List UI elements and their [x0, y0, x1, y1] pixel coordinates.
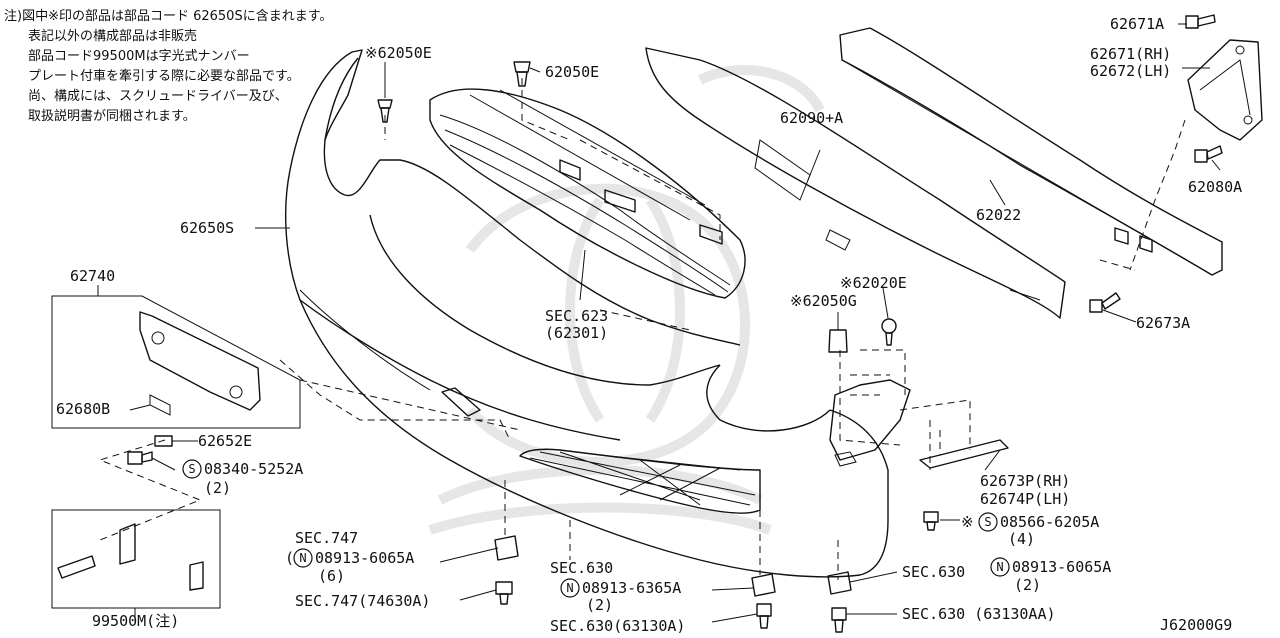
s-mark-08566: S [978, 512, 998, 532]
side-bracket [1187, 39, 1263, 141]
label-62022: 62022 [976, 206, 1021, 224]
note-line-2: 表記以外の構成部品は非販売 [28, 28, 197, 44]
label-08913-6065-left: 08913-6065A [315, 549, 414, 567]
label-sec630-c: SEC.630 [902, 563, 965, 581]
label-62671: 62671(RH) [1090, 45, 1171, 63]
label-62050e-top: 62050E [545, 63, 599, 81]
note-line-6: 取扱説明書が同梱されます。 [28, 108, 196, 124]
label-62671a: 62671A [1110, 15, 1164, 33]
label-sec623: SEC.623 [545, 307, 608, 325]
label-08566-qty: (4) [1008, 530, 1035, 548]
s-mark-08340: S [182, 459, 202, 479]
clip-62050g [828, 329, 848, 353]
n-mark-08913-6365: N [560, 578, 580, 598]
energy-absorber [645, 47, 1066, 319]
part-labels: ※62050E 62050E 62650S 62740 62680B 62652… [56, 15, 1242, 635]
label-62650s: 62650S [180, 219, 234, 237]
label-62673a: 62673A [1136, 314, 1190, 332]
label-62080a: 62080A [1188, 178, 1242, 196]
label-08913-6065-right: 08913-6065A [1012, 558, 1111, 576]
clip-sec630-a [751, 573, 776, 597]
label-sec630-a: SEC.630 [550, 559, 613, 577]
svg-text:S: S [984, 515, 991, 529]
radiator-grille [429, 88, 746, 299]
label-08340-qty: (2) [204, 479, 231, 497]
n-mark-08913-6065-right: N [990, 557, 1010, 577]
leader-lines [97, 23, 1221, 623]
note-block: 注)図中※印の部品は部品コード 62650Sに含まれます。 表記以外の構成部品は… [4, 8, 332, 124]
label-62020e: ※62020E [840, 274, 907, 292]
bolt-62673a [1089, 292, 1121, 313]
label-62672: 62672(LH) [1090, 62, 1171, 80]
label-sec630-d: SEC.630 (63130AA) [902, 605, 1056, 623]
svg-text:N: N [566, 581, 573, 595]
svg-text:N: N [996, 560, 1003, 574]
clip-62050e-top [513, 61, 531, 87]
screw-62652e [154, 435, 173, 447]
relation-lines [98, 78, 1186, 580]
label-62740: 62740 [70, 267, 115, 285]
label-62050e-left: ※62050E [365, 44, 432, 62]
label-sec623-sub: (62301) [545, 324, 608, 342]
clip-sec630-b [827, 571, 852, 595]
bolt-62671a [1185, 14, 1216, 29]
tow-hook-kit-box [51, 509, 221, 609]
note-line-5: 尚、構成には、スクリュードライバー及び、 [28, 89, 288, 104]
label-62090a: 62090+A [780, 109, 843, 127]
label-62652e: 62652E [198, 432, 252, 450]
fasteners [127, 14, 1223, 633]
bolt-62080a [1194, 145, 1223, 163]
bracket-sec747 [494, 535, 519, 561]
svg-text:N: N [299, 551, 306, 565]
label-sec747-b: SEC.747(74630A) [295, 592, 430, 610]
label-08566: 08566-6205A [1000, 513, 1099, 531]
label-sec747-a: SEC.747 [295, 529, 358, 547]
clip-62050e-left [377, 99, 393, 123]
label-08340: 08340-5252A [204, 460, 303, 478]
label-08913-6065-left-paren: ( [285, 549, 294, 567]
label-62050g: ※62050G [790, 292, 857, 310]
label-08913-6065-right-qty: (2) [1014, 576, 1041, 594]
bumper-reinforcement [839, 27, 1223, 276]
label-99500m: 99500M(注) [92, 612, 179, 630]
label-08913-6365-qty: (2) [586, 596, 613, 614]
label-62680b: 62680B [56, 400, 110, 418]
label-sec630-b: SEC.630(63130A) [550, 617, 685, 635]
label-08913-6065-left-qty: (6) [318, 567, 345, 585]
screw-08340 [127, 451, 153, 465]
diagram-code: J62000G9 [1160, 616, 1232, 634]
license-plate-bracket [51, 295, 301, 429]
label-08566-prefix: ※ [961, 513, 974, 531]
note-line-3: 部品コード99500Mは字光式ナンバー [28, 49, 250, 64]
watermark-emblem [428, 65, 825, 535]
bracket-62673p [919, 439, 1009, 469]
label-08913-6365: 08913-6365A [582, 579, 681, 597]
screw-08566 [923, 511, 939, 531]
screw-sec630-a [756, 603, 772, 629]
svg-text:S: S [188, 462, 195, 476]
note-line-1: 注)図中※印の部品は部品コード 62650Sに含まれます。 [4, 8, 332, 24]
screw-sec747 [495, 581, 513, 605]
screw-sec630-b [831, 607, 847, 633]
label-62673p: 62673P(RH) [980, 472, 1070, 490]
n-mark-08913-6065-left: N [293, 548, 313, 568]
clip-62020e [881, 318, 897, 346]
note-line-4: プレート付車を牽引する際に必要な部品です。 [28, 68, 300, 84]
label-62674p: 62674P(LH) [980, 490, 1070, 508]
bumper-fascia [285, 49, 911, 578]
